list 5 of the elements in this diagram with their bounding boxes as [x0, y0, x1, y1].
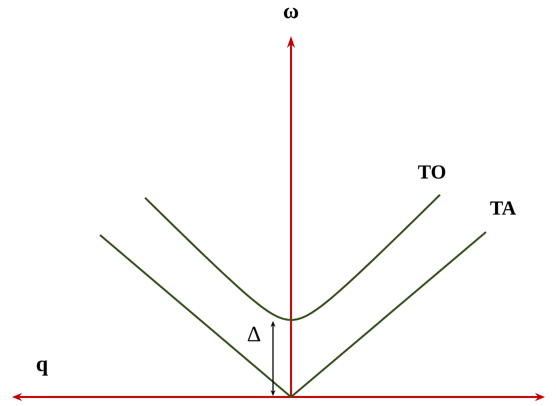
axis-label: q	[36, 360, 48, 376]
curve-label: TO	[418, 165, 446, 179]
gap-label: Δ	[248, 326, 260, 342]
curve-label: TA	[490, 201, 516, 215]
axis-label: ω	[284, 8, 298, 18]
